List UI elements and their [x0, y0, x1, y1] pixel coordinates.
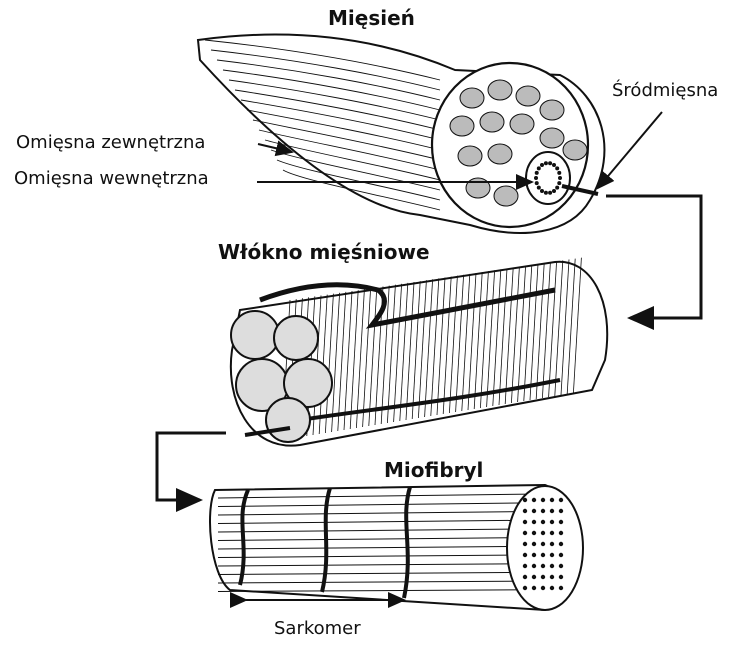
myofibril-dot	[559, 575, 563, 579]
myofibril-dot	[523, 531, 527, 535]
myofibril-dot	[541, 586, 545, 590]
myofibril-dot	[559, 542, 563, 546]
fascicle	[480, 112, 504, 132]
myofibril-dot	[550, 509, 554, 513]
myofibril-dot	[559, 586, 563, 590]
fascicle-bundle	[526, 152, 570, 204]
fiber-illustration	[231, 258, 607, 446]
fascicle	[450, 116, 474, 136]
myofibril-dot	[541, 575, 545, 579]
myofibril-dot	[523, 542, 527, 546]
fibril-dot	[534, 176, 538, 180]
fascicle	[488, 80, 512, 100]
fibril-dot	[552, 189, 556, 193]
myofibril-dot	[541, 564, 545, 568]
myofibril-dot	[532, 564, 536, 568]
myofibril-dot	[532, 509, 536, 513]
fibril-dot	[557, 181, 561, 185]
muscle-illustration	[198, 34, 604, 233]
fibril-dot	[555, 186, 559, 190]
myofibril-dot	[532, 520, 536, 524]
myofibril-dot	[550, 520, 554, 524]
myofibril-dot	[532, 586, 536, 590]
fibril-dot	[548, 161, 552, 165]
myofibril-dot	[541, 553, 545, 557]
fascicle	[510, 114, 534, 134]
myofibril-dot	[541, 509, 545, 513]
epimysium-label: Omięsna zewnętrzna	[16, 132, 205, 153]
myofibril-dot	[559, 553, 563, 557]
myofibril-dot	[532, 553, 536, 557]
myofibril-dot	[523, 564, 527, 568]
fibril-dot	[535, 181, 539, 185]
myofibril-dot	[523, 575, 527, 579]
fascicle	[494, 186, 518, 206]
myofibril-dot	[541, 542, 545, 546]
fascicle	[460, 88, 484, 108]
fiber-end	[231, 311, 279, 359]
fascicle	[540, 100, 564, 120]
flow-arrow-top	[606, 196, 701, 318]
endomysium-label: Śródmięsna	[612, 80, 718, 101]
fibril-dot	[557, 171, 561, 175]
myofibril-dot	[541, 498, 545, 502]
myofibril-dot	[550, 542, 554, 546]
myofibril-dot	[523, 509, 527, 513]
myofibril-dot	[532, 542, 536, 546]
fibril-dot	[555, 166, 559, 170]
myofibril-illustration	[210, 485, 583, 610]
fibril-dot	[537, 186, 541, 190]
fascicle	[540, 128, 564, 148]
fibril-dot	[540, 163, 544, 167]
myofibril-dot	[523, 520, 527, 524]
myofibril-dot	[532, 575, 536, 579]
myofibril-dot	[523, 498, 527, 502]
myofibril-dot	[550, 575, 554, 579]
fibril-dot	[537, 166, 541, 170]
myofibril-dot	[523, 553, 527, 557]
fiber-end	[266, 398, 310, 442]
myofibril-dot	[559, 498, 563, 502]
myofibril-dot	[541, 531, 545, 535]
myofibril-dot	[523, 586, 527, 590]
fibril-dot	[558, 176, 562, 180]
myofibril-dot	[559, 520, 563, 524]
fibril-dot	[544, 191, 548, 195]
myofibril-dot	[550, 531, 554, 535]
fibril-dot	[552, 163, 556, 167]
fascicle	[458, 146, 482, 166]
myofibril-dot	[559, 564, 563, 568]
fiber-end	[274, 316, 318, 360]
fibril-dot	[548, 191, 552, 195]
muscle-title: Mięsień	[328, 6, 415, 30]
fiber-title: Włókno mięśniowe	[218, 240, 430, 264]
fibril-dot	[540, 189, 544, 193]
myofibril-dot	[532, 531, 536, 535]
myofibril-dot	[550, 564, 554, 568]
fascicle	[516, 86, 540, 106]
myofibril-dot	[550, 586, 554, 590]
myofibril-dot	[541, 520, 545, 524]
arrow-endomysium	[598, 112, 662, 188]
perimysium-label: Omięsna wewnętrzna	[14, 168, 209, 189]
myofibril-dot	[559, 509, 563, 513]
myofibril-dot	[550, 498, 554, 502]
myofibril-dot	[550, 553, 554, 557]
myofibril-end	[507, 486, 583, 610]
fibril-dot	[544, 161, 548, 165]
fibril-dot	[535, 171, 539, 175]
fascicle	[488, 144, 512, 164]
myofibril-dot	[532, 498, 536, 502]
sarcomere-label: Sarkomer	[274, 618, 361, 639]
fascicle	[563, 140, 587, 160]
myofibril-dot	[559, 531, 563, 535]
myofibril-title: Miofibryl	[384, 458, 483, 482]
